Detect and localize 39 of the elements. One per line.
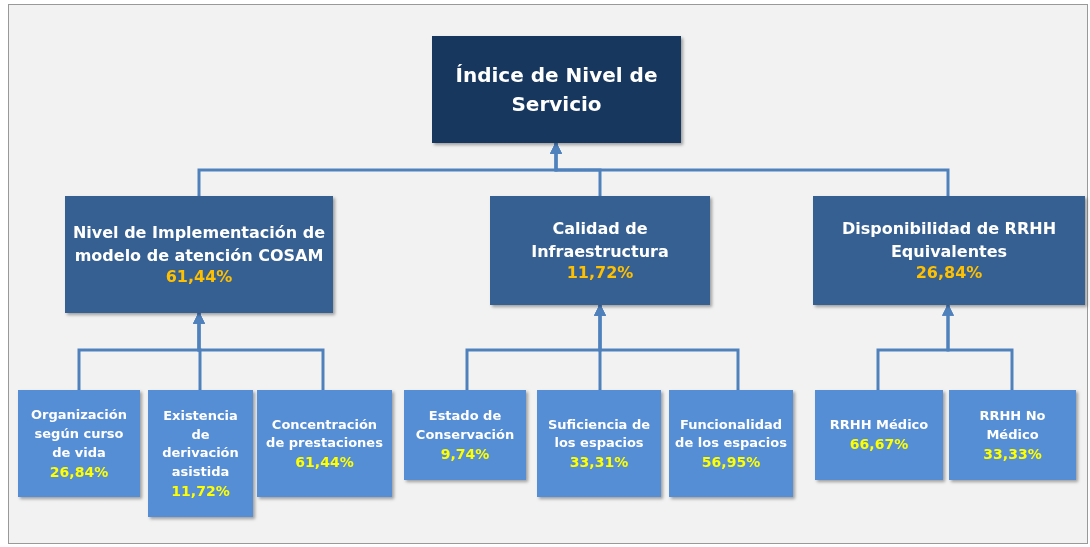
node-title: Disponibilidad de RRHH Equivalentes xyxy=(840,217,1058,264)
index-box xyxy=(432,36,681,143)
percentage-value: 26,84% xyxy=(915,263,983,285)
category-box xyxy=(490,196,710,305)
percentage-value: 33,33% xyxy=(983,444,1042,463)
indicator-box xyxy=(148,390,253,517)
node-title: Índice de Nivel de Servicio xyxy=(454,61,659,118)
percentage-value: 9,74% xyxy=(440,444,490,463)
node-title: RRHH Médico xyxy=(829,416,929,435)
indicator-box xyxy=(669,390,793,497)
node-title: Calidad de Infraestructura xyxy=(530,217,670,264)
percentage-value: 61,44% xyxy=(295,453,354,472)
node-title: Concentración de prestaciones xyxy=(265,415,384,453)
node-title: Nivel de Implementación de modelo de atención COSAM xyxy=(71,221,327,268)
category-box xyxy=(65,196,333,313)
percentage-value: 61,44% xyxy=(165,267,233,289)
connector-arrow xyxy=(942,303,1014,390)
indicator-box xyxy=(537,390,661,497)
node-title: RRHH No Médico xyxy=(978,407,1047,444)
node-title: Funcionalidad de los espacios xyxy=(675,415,787,453)
indicator-box xyxy=(257,390,392,497)
indicator-box xyxy=(949,390,1076,480)
percentage-value: 56,95% xyxy=(701,453,761,472)
percentage-value: 33,31% xyxy=(569,453,629,472)
percentage-value: 11,72% xyxy=(171,482,230,501)
node-title: Organización según curso de vida xyxy=(30,406,128,462)
connector-arrow xyxy=(193,311,325,390)
category-box xyxy=(813,196,1085,305)
indicator-box xyxy=(815,390,943,480)
percentage-value: 11,72% xyxy=(566,263,634,285)
node-title: Suficiencia de los espacios xyxy=(546,415,652,453)
percentage-value: 26,84% xyxy=(49,462,109,481)
node-title: Estado de Conservación xyxy=(414,407,516,444)
indicator-box xyxy=(18,390,140,497)
connector-arrow xyxy=(594,303,740,390)
indicator-box xyxy=(404,390,526,480)
connector-arrow xyxy=(550,141,950,196)
percentage-value: 66,67% xyxy=(849,435,909,454)
node-title: Existencia de derivación asistida xyxy=(161,406,240,482)
